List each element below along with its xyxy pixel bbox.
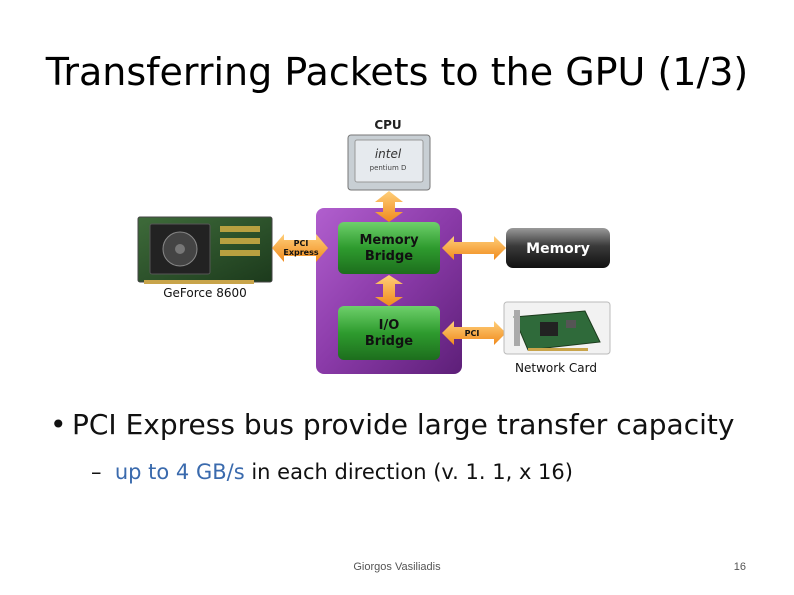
slide-title: Transferring Packets to the GPU (1/3) (0, 50, 794, 94)
architecture-diagram: CPU intel pentium D Memory Bridge I/O Br… (130, 112, 630, 382)
bullet-dot-icon: • (50, 408, 72, 441)
sub-bullet-bandwidth: – up to 4 GB/s in each direction (v. 1. … (91, 460, 573, 484)
memory-arrow-icon (442, 236, 506, 260)
footer-author: Giorgos Vasiliadis (0, 561, 794, 573)
memory-label: Memory (526, 241, 590, 257)
pci-label: PCI (465, 329, 480, 338)
io-bridge-label: I/O (379, 318, 400, 333)
gpu-card-icon (138, 217, 272, 284)
cpu-chip-model: pentium D (370, 164, 407, 172)
sub-bullet-rest: in each direction (v. 1. 1, x 16) (245, 460, 573, 484)
cpu-chip-icon: intel pentium D (348, 135, 430, 190)
io-bridge-box (338, 306, 440, 360)
memory-bridge-label: Memory (359, 233, 419, 248)
memory-bridge-label-2: Bridge (365, 249, 413, 264)
cpu-chip-brand: intel (375, 147, 402, 161)
page-number: 16 (734, 561, 746, 573)
bullet-pci-capacity: •PCI Express bus provide large transfer … (50, 408, 734, 441)
gpu-label: GeForce 8600 (163, 286, 247, 300)
network-card-icon (504, 302, 610, 354)
pci-express-label: PCI (294, 239, 309, 248)
cpu-label: CPU (374, 118, 401, 132)
sub-bullet-dash: – (91, 460, 102, 484)
bullet-pci-capacity-text: PCI Express bus provide large transfer c… (72, 408, 734, 441)
network-card-label: Network Card (515, 361, 597, 375)
memory-bridge-box (338, 222, 440, 274)
io-bridge-label-2: Bridge (365, 334, 413, 349)
pci-express-label-2: Express (283, 248, 318, 257)
sub-bullet-highlight: up to 4 GB/s (115, 460, 245, 484)
